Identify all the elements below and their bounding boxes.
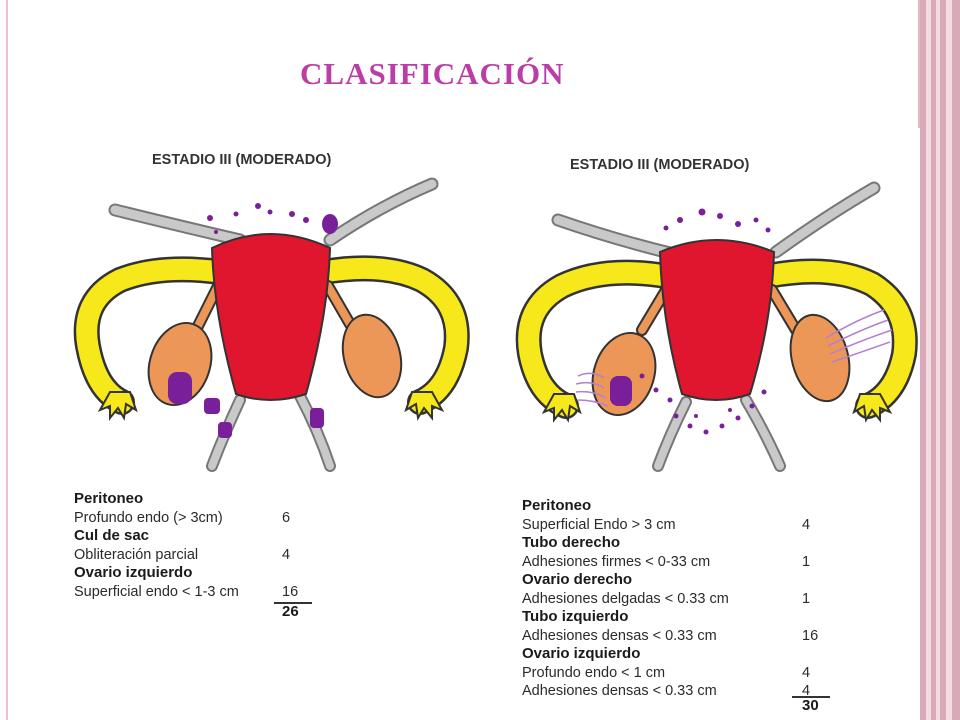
total-line	[792, 696, 830, 698]
pelvic-diagram-stage-iii-left	[73, 177, 470, 472]
adhesions	[575, 309, 893, 407]
panel-1-score-table: Peritoneo Profundo endo (> 3cm)6 Cul de …	[74, 490, 354, 620]
fallopian-tube-left	[518, 262, 677, 417]
section-ovario-izquierdo: Ovario izquierdo	[74, 564, 193, 581]
ligaments	[108, 177, 439, 247]
ovary-left	[591, 331, 657, 417]
fallopian-tube-right	[757, 261, 916, 417]
ligaments-fill	[110, 179, 437, 245]
endometriosis-lesions	[168, 203, 338, 438]
uterus	[210, 233, 332, 401]
section-ovario-derecho: Ovario derecho	[522, 571, 633, 588]
fimbriae	[97, 391, 445, 421]
total-line	[274, 602, 312, 604]
panel-1-total: 26	[282, 603, 299, 620]
ovary-right	[789, 313, 851, 403]
section-tubo-derecho: Tubo derecho	[522, 534, 621, 551]
section-tubo-izquierdo: Tubo izquierdo	[522, 608, 629, 625]
pelvic-diagram-stage-iii-right	[515, 181, 918, 472]
score-row: Profundo endo (> 3cm)6	[74, 509, 291, 526]
panel-2-total: 30	[802, 697, 819, 714]
slide-title: CLASIFICACIÓN	[300, 56, 565, 91]
left-rule	[6, 0, 8, 720]
section-cul-de-sac: Cul de sac	[74, 527, 150, 544]
section-peritoneo: Peritoneo	[74, 490, 144, 507]
section-peritoneo: Peritoneo	[522, 497, 592, 514]
panel-2-heading: ESTADIO III (MODERADO)	[570, 157, 750, 173]
ovary-right	[341, 313, 403, 399]
right-border	[920, 0, 960, 720]
ovary-left	[147, 321, 213, 407]
endometriosis-lesions	[610, 208, 771, 435]
panel-1-heading: ESTADIO III (MODERADO)	[152, 152, 332, 168]
uterus	[658, 239, 776, 401]
section-ovario-izquierdo: Ovario izquierdo	[522, 645, 641, 662]
